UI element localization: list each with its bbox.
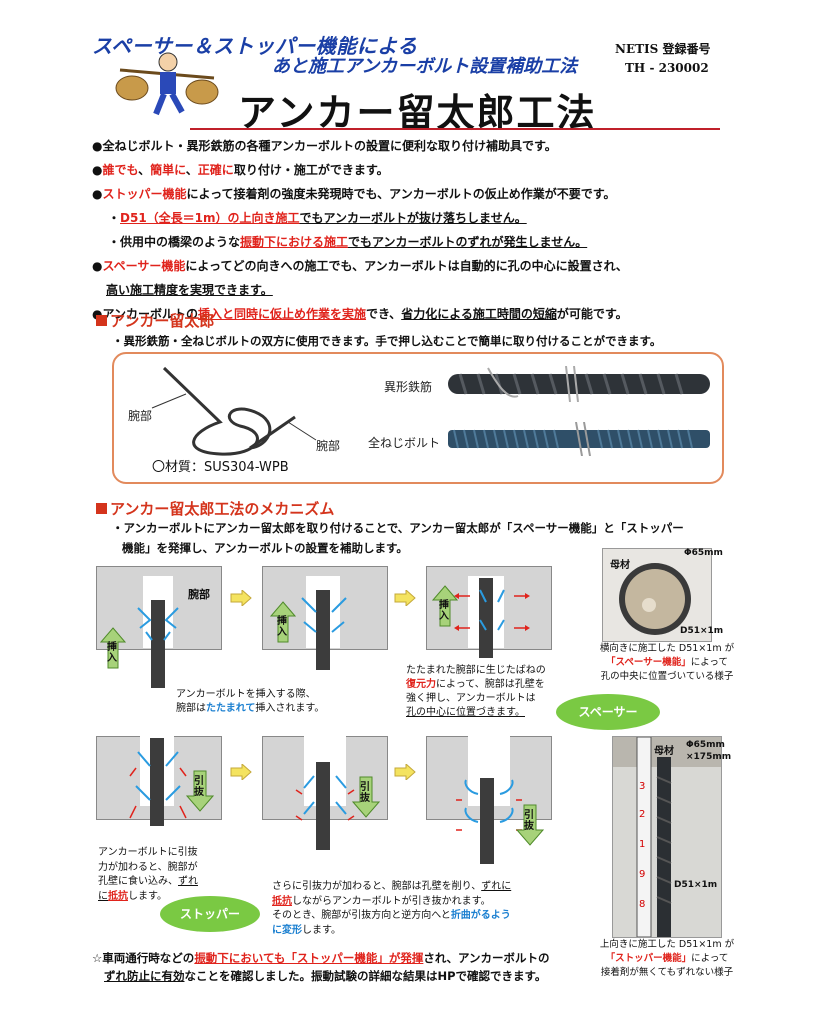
step-arrow-icon [230, 762, 252, 782]
section-2-desc-1: ・アンカーボルトにアンカー留太郎を取り付けることで、アンカー留太郎が「スペーサー… [112, 521, 684, 535]
step-arrow-icon [230, 588, 252, 608]
photo1-base-label: 母材 [610, 560, 630, 571]
arm-label: 腕部 [188, 588, 210, 601]
bullet-1: ●全ねじボルト・異形鉄筋の各種アンカーボルトの設置に便利な取り付け補助具です。 [92, 139, 557, 153]
photo1-bolt-label: D51×1m [680, 626, 724, 636]
fullthread-label: 全ねじボルト [368, 436, 441, 450]
photo1-diameter-label: Φ65mm [684, 548, 723, 558]
spacer-badge: スペーサー [556, 694, 660, 730]
bullet-3: ●ストッパー機能によって接着剤の強度未発現時でも、アンカーボルトの仮止め作業が不… [92, 187, 616, 201]
pull-label: 引抜 [194, 776, 204, 798]
svg-text:9: 9 [639, 869, 645, 880]
anchor-bolt [316, 590, 330, 670]
anchor-bolt [479, 578, 493, 658]
bullet-2: ●誰でも、簡単に、正確に取り付け・施工ができます。 [92, 163, 389, 177]
page-title: アンカー留太郎工法 [238, 91, 597, 135]
anchor-bolt [480, 778, 494, 864]
netis-number: TH - 230002 [625, 61, 709, 75]
bullet-6: ●スペーサー機能によってどの向きへの施工でも、アンカーボルトは自動的に孔の中心に… [92, 259, 628, 273]
step-arrow-icon [394, 762, 416, 782]
pull-arrow-icon [185, 770, 215, 812]
header-subtitle-1: スペーサー＆ストッパー機能による [92, 34, 418, 58]
footer-note: ☆車両通行時などの振動下においても「ストッパー機能」が発揮され、アンカーボルトの… [92, 951, 550, 983]
pull-label: 引抜 [360, 782, 370, 804]
pull-arrow-icon [351, 776, 381, 818]
bullet-7: 高い施工精度を実現できます。 [106, 283, 273, 297]
section-marker-icon [96, 315, 107, 326]
photo2-base-label: 母材 [654, 746, 674, 757]
photo-upward: 3 2 1 9 8 [612, 736, 722, 938]
spring-clip-illustration [160, 362, 320, 462]
bullet-8: ●アンカーボルトの挿入と同時に仮止め作業を実施でき、省力化による施工時間の短縮が… [92, 307, 628, 321]
pull-arrow-icon [515, 804, 545, 846]
section-2-desc-2: 機能」を発揮し、アンカーボルトの設置を補助します。 [122, 541, 408, 555]
bullet-4: ・D51（全長＝1m）の上向き施工でもアンカーボルトが抜け落ちしません。 [108, 211, 527, 225]
photo2-caption: 上向きに施工した D51×1m が 「ストッパー機能」によって 接着剤が無くても… [599, 939, 735, 978]
insert-arrow-icon [431, 584, 459, 628]
insert-label: 挿入 [107, 642, 117, 664]
svg-text:2: 2 [639, 809, 645, 820]
photo1-caption: 横向きに施工した D51×1m が 「スペーサー機能」によって 孔の中央に位置づ… [599, 643, 735, 682]
feature-list: ●全ねじボルト・異形鉄筋の各種アンカーボルトの設置に便利な取り付け補助具です。 … [92, 134, 752, 326]
arm-pointer-2 [286, 420, 320, 442]
svg-text:8: 8 [639, 899, 645, 910]
biting-arm-icon [126, 748, 190, 824]
section-marker-icon [96, 503, 107, 514]
stopper-badge: ストッパー [160, 896, 260, 932]
photo2-diameter-label-1: Φ65mm [686, 740, 725, 750]
photo2-diameter-label-2: ×175mm [686, 752, 732, 762]
arm-pointer-1 [150, 390, 190, 410]
fullthread-photo [448, 421, 710, 457]
caption-stopper: アンカーボルトに引抜 力が加わると、腕部が 孔壁に食い込み、ずれ に抵抗します。 [98, 847, 198, 902]
insert-arrow-icon [99, 626, 127, 670]
caption-insert: アンカーボルトを挿入する際、 腕部はたたまれて挿入されます。 [176, 689, 325, 714]
folded-arm-icon [298, 592, 350, 644]
folded-arm-icon [132, 604, 184, 644]
netis-info: NETIS 登録番号 TH - 230002 [615, 40, 711, 78]
photo2-bolt-label: D51×1m [674, 880, 718, 890]
rebar-photo [448, 365, 710, 403]
header-subtitle-2: あと施工アンカーボルト設置補助工法 [272, 56, 578, 77]
title-underline [190, 128, 720, 130]
section-1-title: アンカー留太郎 [96, 310, 214, 331]
section-2-title: アンカー留太郎工法のメカニズム [96, 498, 334, 519]
bullet-5: ・供用中の橋梁のような振動下における施工でもアンカーボルトのずれが発生しません。 [108, 235, 588, 249]
step-arrow-icon [394, 588, 416, 608]
caption-spacer: たたまれた腕部に生じたばねの 復元力によって、腕部は孔壁を 強く押し、アンカーボ… [406, 665, 546, 718]
svg-text:1: 1 [639, 839, 645, 850]
anchor-bolt [316, 762, 330, 850]
arm-label-2: 腕部 [316, 439, 341, 453]
section-1-desc: ・異形鉄筋・全ねじボルトの双方に使用できます。手で押し込むことで簡単に取り付ける… [112, 334, 662, 348]
insert-arrow-icon [269, 600, 297, 644]
svg-text:3: 3 [639, 781, 645, 792]
mascot-illustration [112, 48, 222, 118]
scraping-arm-icon [294, 768, 356, 828]
anchor-bolt [150, 738, 164, 826]
spring-force-arrows-icon [454, 584, 530, 644]
anchor-bolt [151, 600, 165, 688]
netis-label: NETIS 登録番号 [615, 42, 711, 56]
rebar-label: 異形鉄筋 [384, 380, 433, 394]
insert-label: 挿入 [439, 600, 449, 622]
material-label: 〇材質：SUS304-WPB [152, 460, 289, 475]
insert-label: 挿入 [277, 616, 287, 638]
caption-pullout: さらに引抜力が加わると、腕部は孔壁を削り、ずれに 抵抗しながらアンカーボルトが引… [272, 881, 512, 936]
pull-label: 引抜 [524, 810, 534, 832]
deformed-arm-icon [454, 778, 524, 840]
arm-label-1: 腕部 [128, 409, 153, 423]
photo-horizontal [602, 548, 712, 642]
product-box [112, 352, 724, 484]
